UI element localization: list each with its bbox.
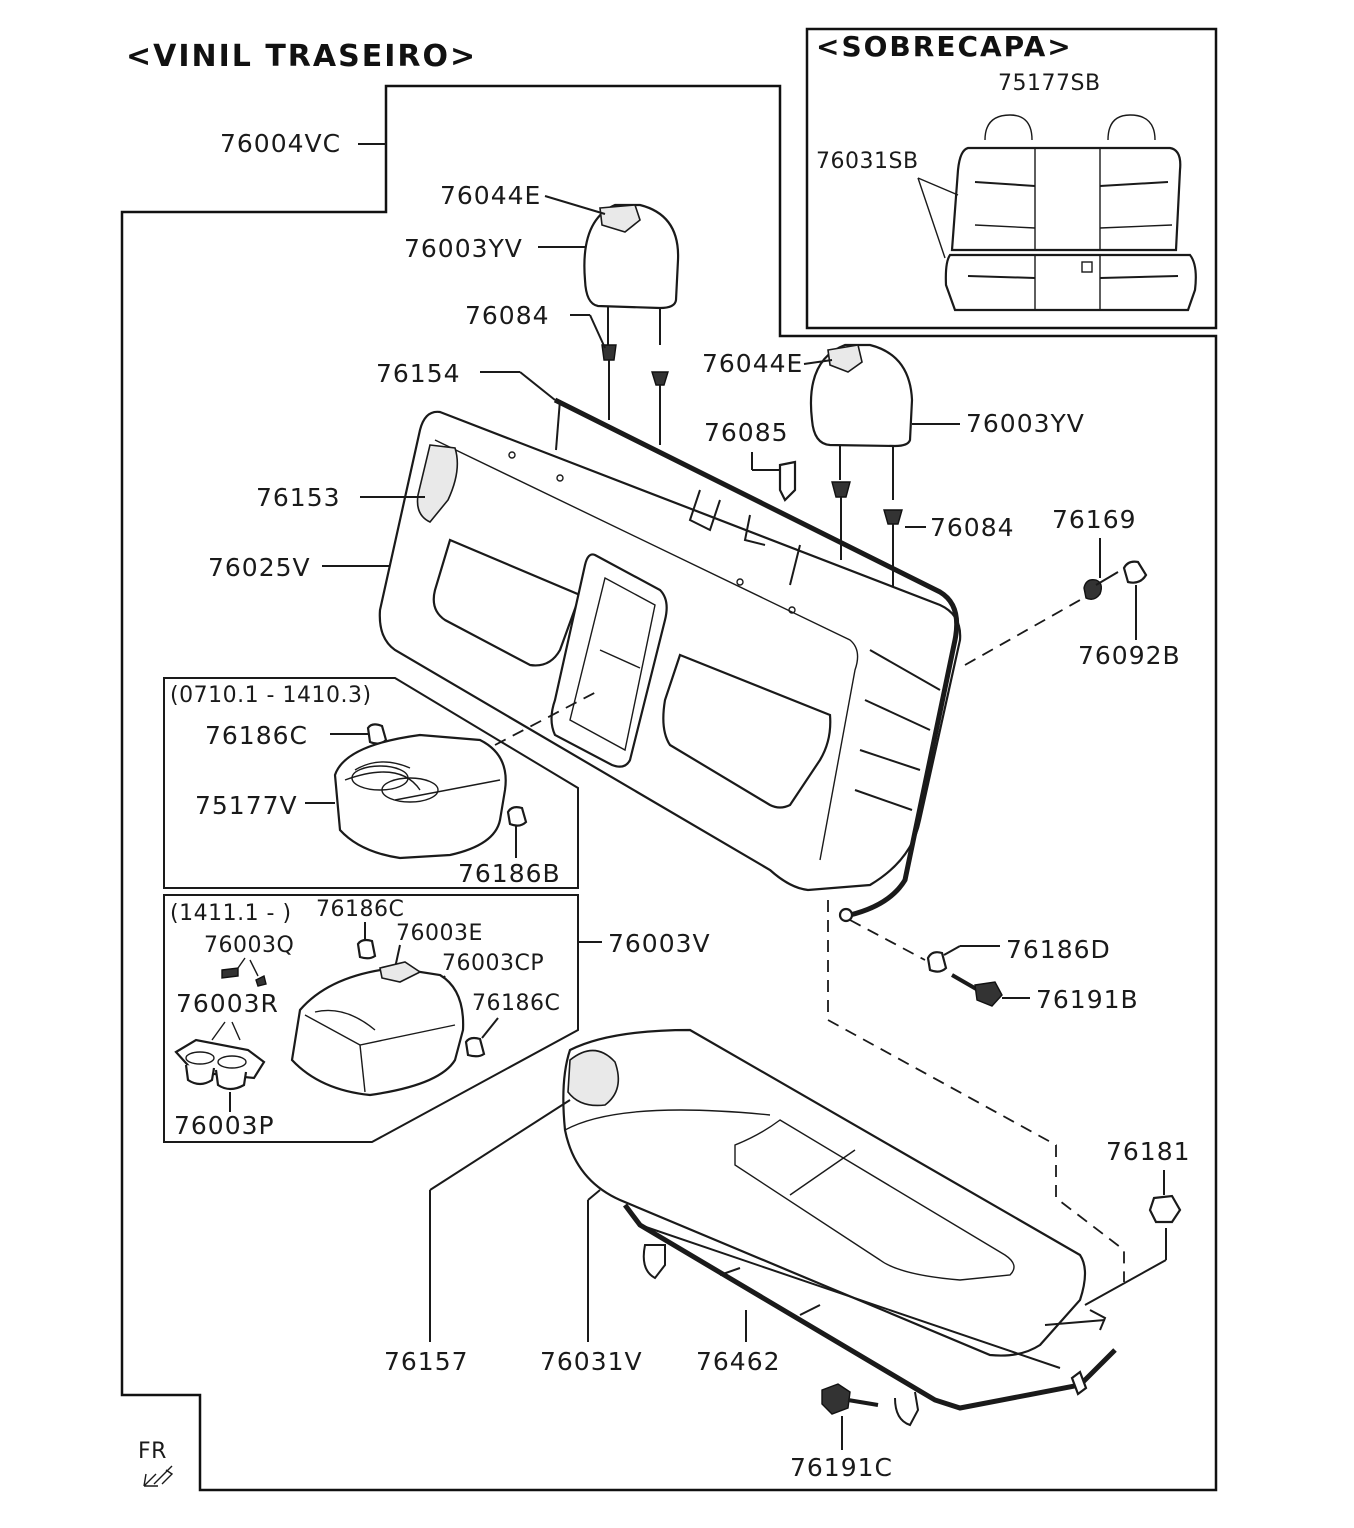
label-76003E: 76003E [396, 921, 483, 946]
dashed-guide [827, 900, 1125, 1282]
inset-frame [805, 27, 1218, 330]
direction-arrow-icon [143, 1465, 174, 1487]
label-76044E-b: 76044E [702, 349, 803, 378]
cushion-frame [623, 1203, 1117, 1427]
label-76044E-a: 76044E [440, 181, 541, 210]
group-armrest-new: (1411.1 - ) [170, 901, 292, 926]
label-76003YV-b: 76003YV [966, 409, 1085, 438]
group-armrest-old: (0710.1 - 1410.3) [170, 683, 372, 708]
label-76025V: 76025V [208, 553, 311, 582]
bolt-76191B [951, 973, 1003, 1007]
inset-title: <SOBRECAPA> [816, 30, 1073, 63]
label-76186B: 76186B [458, 859, 561, 888]
label-76003YV-a: 76003YV [404, 234, 523, 263]
seat-cushion [562, 1028, 1087, 1357]
diagram-title: <VINIL TRASEIRO> [126, 39, 477, 74]
label-76003CP: 76003CP [442, 951, 544, 976]
label-76153: 76153 [256, 483, 341, 512]
bolt-76191C [821, 1383, 879, 1415]
label-76157: 76157 [384, 1347, 469, 1376]
label-76084-b: 76084 [930, 513, 1015, 542]
clip-76085 [778, 460, 797, 502]
nut-76181 [1148, 1194, 1182, 1224]
label-76169: 76169 [1052, 505, 1137, 534]
cupholder-76003P [174, 1038, 266, 1091]
label-76003P: 76003P [174, 1111, 275, 1140]
direction-label: FR [138, 1439, 167, 1464]
headrest-left [583, 203, 680, 445]
label-76191B: 76191B [1036, 985, 1139, 1014]
inset-label-76031SB: 76031SB [816, 149, 919, 174]
label-76186C-b: 76186C [316, 897, 404, 922]
screw-76169 [1083, 571, 1119, 601]
label-76003V: 76003V [608, 929, 711, 958]
clip-76092B [1122, 560, 1148, 584]
label-76181: 76181 [1106, 1137, 1191, 1166]
label-75177V: 75177V [195, 791, 298, 820]
cap-76186B [506, 806, 528, 827]
label-76085: 76085 [704, 418, 789, 447]
cap-76186C-b [356, 938, 377, 960]
label-76031V: 76031V [540, 1347, 643, 1376]
armrest-76003V [290, 961, 465, 1097]
label-76191C: 76191C [790, 1453, 893, 1482]
cap-76186D [926, 951, 948, 973]
label-76186C-c: 76186C [472, 991, 560, 1016]
label-76186C-a: 76186C [205, 721, 308, 750]
label-76092B: 76092B [1078, 641, 1181, 670]
label-76003R: 76003R [176, 989, 279, 1018]
label-76154: 76154 [376, 359, 461, 388]
seat-back [378, 410, 962, 892]
part-76003Q-a [221, 967, 239, 979]
seat-back-frame [553, 397, 960, 923]
seat-cover-sketch [917, 114, 1197, 312]
label-76186D: 76186D [1006, 935, 1111, 964]
armrest-old-frame [163, 677, 579, 889]
armrest-new-frame [163, 894, 579, 1143]
inset-label-75177SB: 75177SB [998, 71, 1101, 96]
label-76462: 76462 [696, 1347, 781, 1376]
label-76004VC: 76004VC [220, 129, 341, 158]
label-76003Q: 76003Q [204, 933, 294, 958]
armrest-75177V [333, 733, 507, 860]
part-76003Q-b [255, 974, 267, 987]
label-76084-a: 76084 [465, 301, 550, 330]
cap-76186C-c [464, 1036, 486, 1058]
main-frame [120, 84, 1218, 1492]
headrest-right [809, 343, 914, 600]
cap-76186C-a [366, 723, 388, 745]
sobrecapa-inset: <SOBRECAPA> 75177SB 76031SB [805, 27, 1218, 330]
